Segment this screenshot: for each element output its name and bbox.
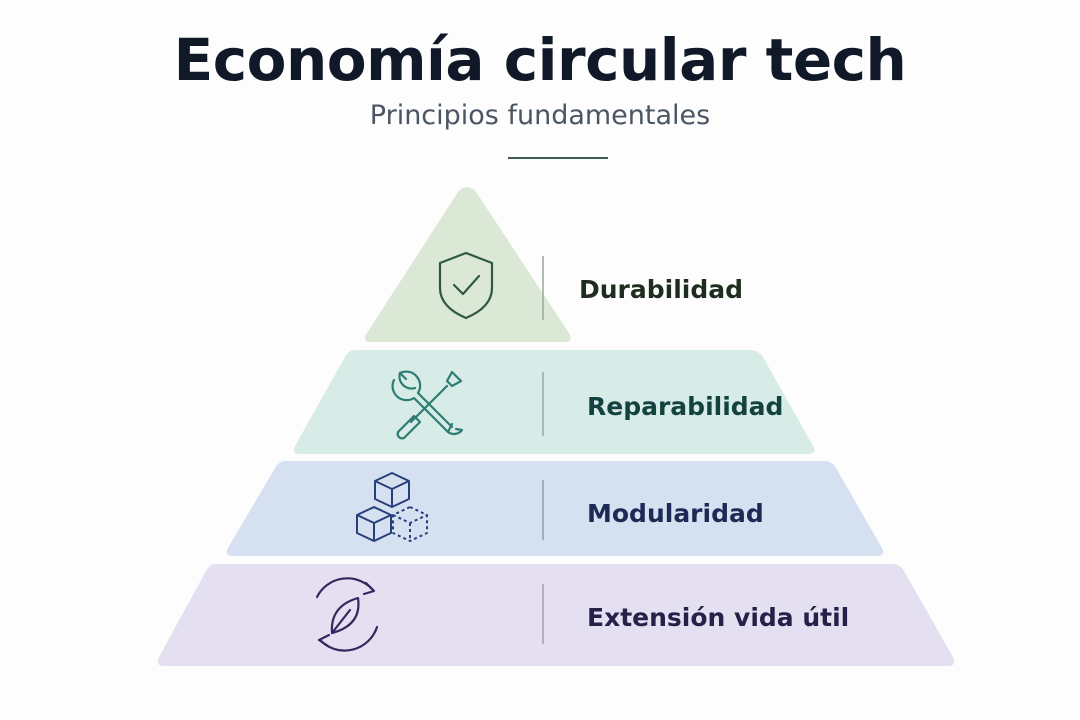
page-title: Economía circular tech [173,26,907,94]
tier-label-durabilidad: Durabilidad [579,275,743,304]
title-divider [508,157,608,159]
tier-reparabilidad: Reparabilidad [293,350,815,454]
tier-4-shape [157,564,955,666]
tier-2-shape [293,350,815,454]
leaf-cycle-icon [315,577,379,652]
tier-label-reparabilidad: Reparabilidad [587,392,783,421]
page-subtitle: Principios fundamentales [369,100,711,131]
tier-extension-vida-util: Extensión vida útil [157,564,955,666]
shield-check-icon [438,251,494,320]
tier-modularidad: Modularidad [226,461,884,556]
tier-label-modularidad: Modularidad [587,499,764,528]
wrench-screwdriver-icon [391,370,464,440]
modules-icon [356,472,428,542]
tier-1-shape [364,187,571,342]
tier-durabilidad: Durabilidad [364,187,743,342]
tier-label-extension-vida-util: Extensión vida útil [587,603,849,632]
tier-3-shape [226,461,884,556]
